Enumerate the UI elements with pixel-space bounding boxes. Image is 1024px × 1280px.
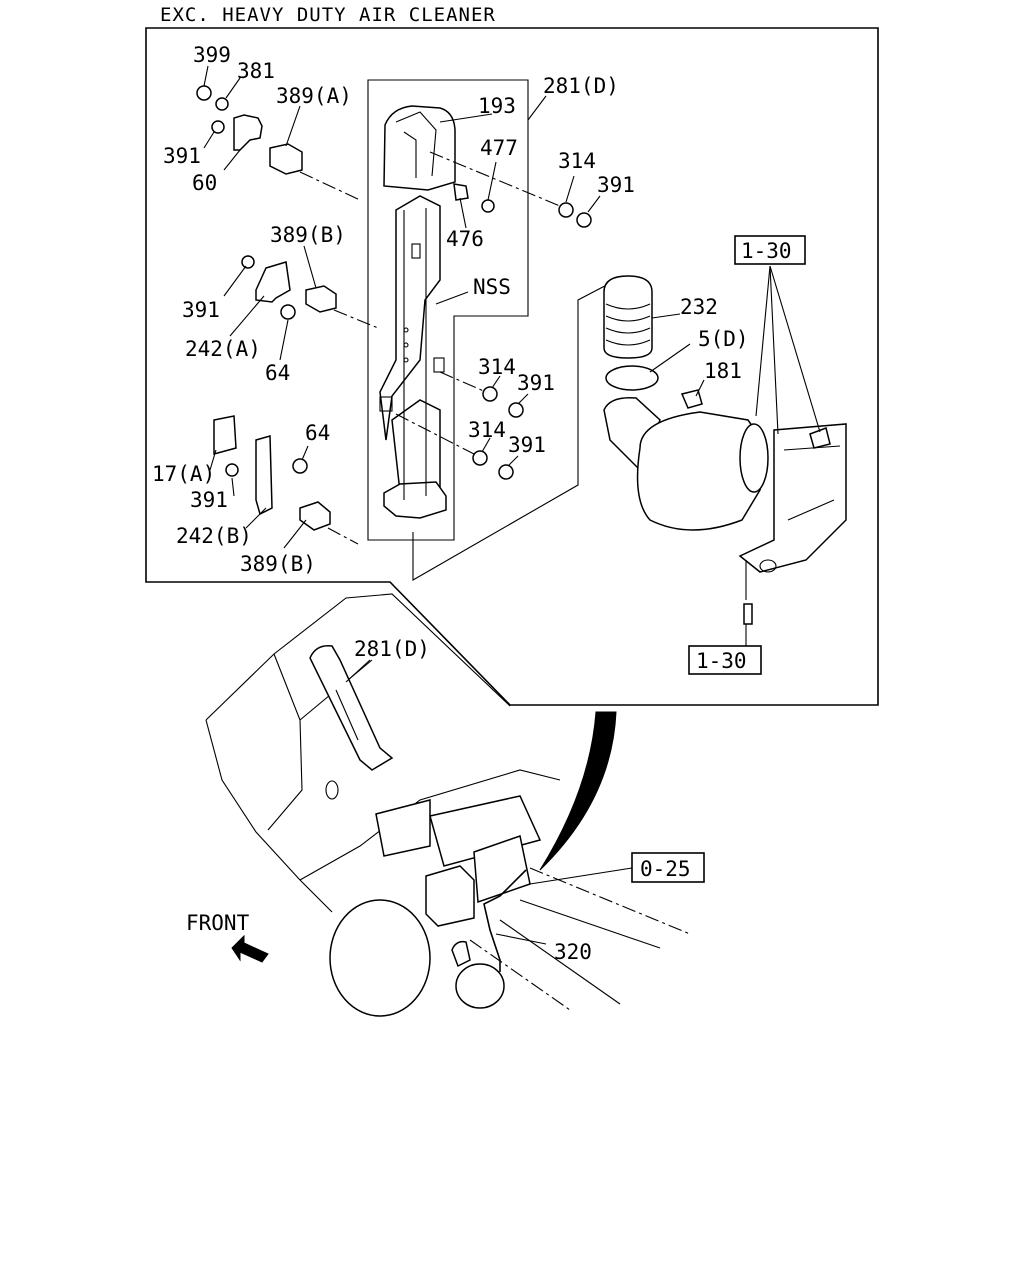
callout-281d-truck: 281(D) (354, 637, 430, 661)
callout-314-mid: 314 (478, 355, 516, 379)
callout-314-low: 314 (468, 418, 506, 442)
callout-391-low2: 391 (508, 433, 546, 457)
callout-391-topright: 391 (597, 173, 635, 197)
bracket-cluster-mid (241, 255, 379, 329)
callout-5d: 5(D) (698, 327, 749, 351)
detail-frame (145, 27, 879, 706)
bracket-cluster-low (213, 415, 359, 545)
callout-232: 232 (680, 295, 718, 319)
callout-242a: 242(A) (185, 337, 261, 361)
front-arrow-icon (231, 934, 269, 963)
ref-box-1-30-top[interactable] (734, 235, 806, 265)
callout-399: 399 (193, 43, 231, 67)
intake-duct (379, 105, 456, 519)
front-label: FRONT (186, 911, 250, 935)
duct-detail-box (367, 79, 529, 541)
callout-181: 181 (704, 359, 742, 383)
callout-476: 476 (446, 227, 484, 251)
diagram-title: EXC. HEAVY DUTY AIR CLEANER (160, 4, 496, 26)
leader-lines (203, 65, 821, 945)
ref-1-30-top[interactable]: 1-30 (741, 239, 792, 263)
callout-391-top: 391 (163, 144, 201, 168)
callout-391-mid2: 391 (517, 371, 555, 395)
callout-281d-top: 281(D) (543, 74, 619, 98)
callout-nss: NSS (473, 275, 511, 299)
ref-1-30-bottom[interactable]: 1-30 (696, 649, 747, 673)
callout-64-mid: 64 (265, 361, 290, 385)
callout-314-top: 314 (558, 149, 596, 173)
callout-391-low: 391 (190, 488, 228, 512)
duct-hardware (395, 151, 592, 480)
callout-381: 381 (237, 59, 275, 83)
ref-box-1-30-bottom[interactable] (688, 645, 762, 675)
air-cleaner (603, 275, 847, 625)
callout-17a: 17(A) (152, 462, 215, 486)
callout-391-mid: 391 (182, 298, 220, 322)
callout-389b-mid: 389(B) (270, 223, 346, 247)
callout-193: 193 (478, 94, 516, 118)
ref-box-0-25[interactable] (631, 852, 705, 883)
callout-242b: 242(B) (176, 524, 252, 548)
callout-60: 60 (192, 171, 217, 195)
callout-389b-low: 389(B) (240, 552, 316, 576)
callout-389a: 389(A) (276, 84, 352, 108)
callout-64-low: 64 (305, 421, 330, 445)
callout-477: 477 (480, 136, 518, 160)
callout-320: 320 (554, 940, 592, 964)
ref-0-25[interactable]: 0-25 (640, 857, 691, 881)
truck-cab-view (205, 593, 691, 1017)
duct-to-cleaner-leader (412, 277, 621, 581)
